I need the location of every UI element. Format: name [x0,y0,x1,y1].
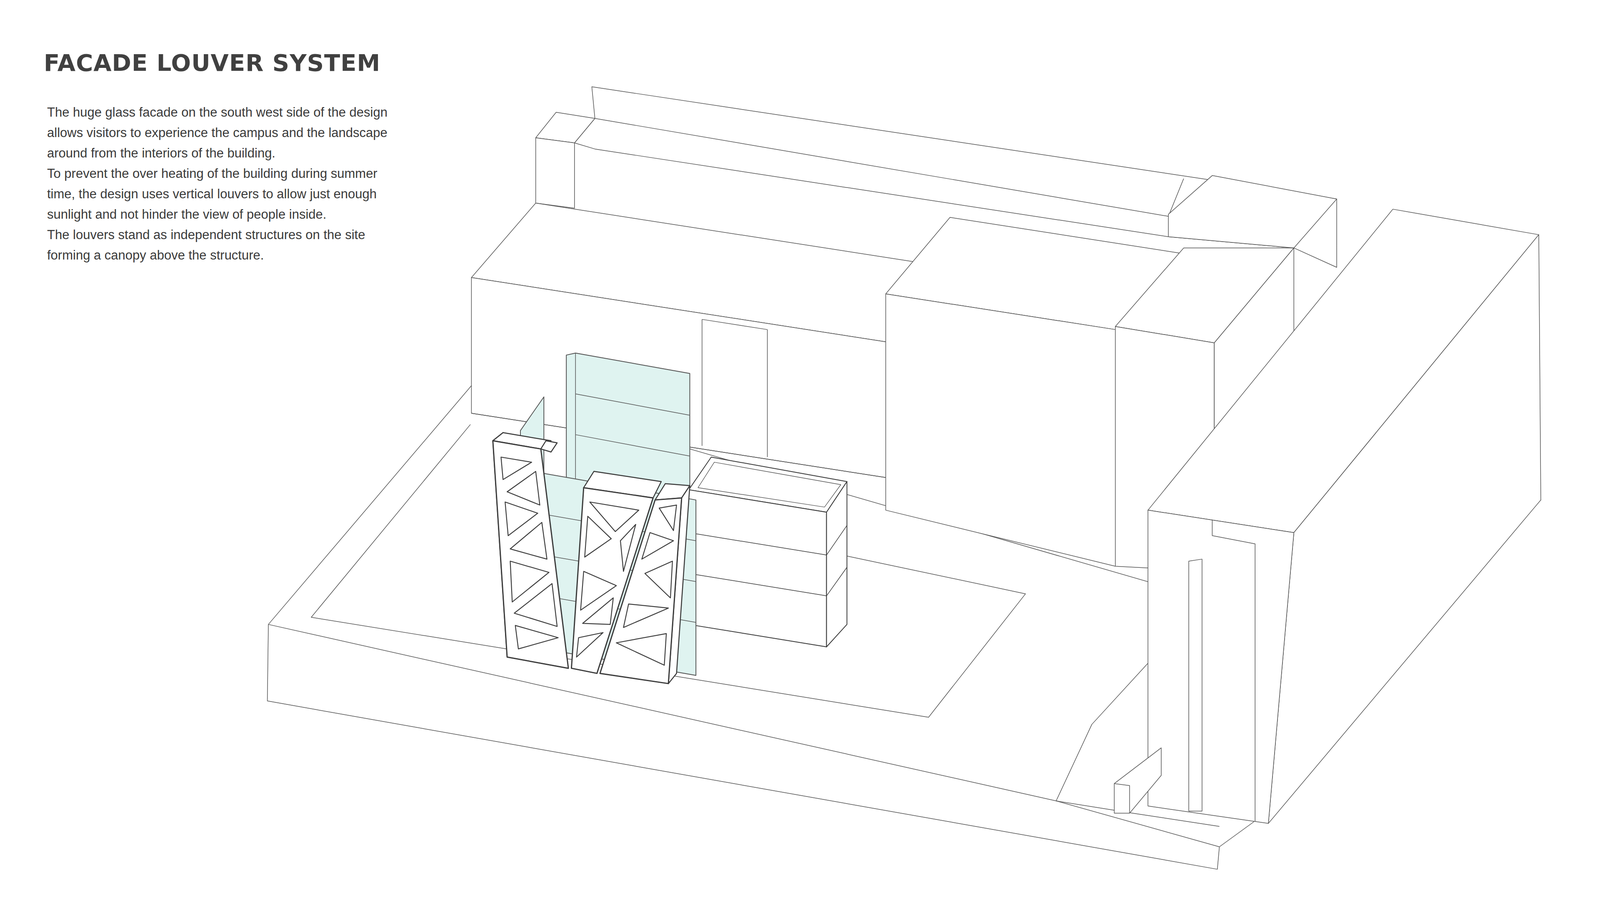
louver-hole [584,516,612,558]
entrance-frame [1188,559,1203,812]
volume-line [688,567,848,597]
louver-hole [641,532,674,560]
description-text: To prevent the over heating of the build… [47,163,406,225]
rear-small-box [535,137,575,209]
building-front [885,293,1116,567]
louver-hole [514,583,558,627]
volume-side [826,481,848,648]
louver-hole [616,633,667,666]
facade-division [702,319,768,330]
step-box [1114,783,1130,814]
louver-hole [507,471,540,506]
glass-panel [566,352,690,510]
louver-hole [510,522,547,560]
building-side [1268,234,1541,824]
rear-small-box [535,112,595,143]
facade-division [701,319,703,447]
louver-hole [582,597,613,625]
glass-edge [575,352,576,492]
louver-hole [645,561,673,598]
louver-hole [515,625,559,649]
diagram-title: FACADE LOUVER SYSTEM [43,49,406,77]
volume-line [688,525,848,555]
step-box [1114,747,1162,814]
louver-hole [620,524,636,572]
description-text: The louvers stand as independent structu… [47,224,406,266]
louver-tab [540,440,558,453]
glass-mullion [575,434,690,456]
glass-mullion [575,393,690,415]
building-front [1147,510,1294,824]
rear-building-edge [595,118,1184,217]
rear-building-box [1168,175,1337,248]
description-text: The huge glass facade on the south west … [47,102,406,164]
ground-edge [268,624,1220,848]
louver-hole [623,604,669,628]
louver-front [600,497,682,684]
text-column: FACADE LOUVER SYSTEM The huge glass facad… [43,49,406,266]
volume-front [688,490,827,648]
louver-hole [500,457,532,480]
facade-division [767,329,768,458]
louver-front [492,440,569,669]
entrance-frame [1212,520,1255,822]
louver-hole [576,632,604,658]
louver-hole [659,505,677,531]
